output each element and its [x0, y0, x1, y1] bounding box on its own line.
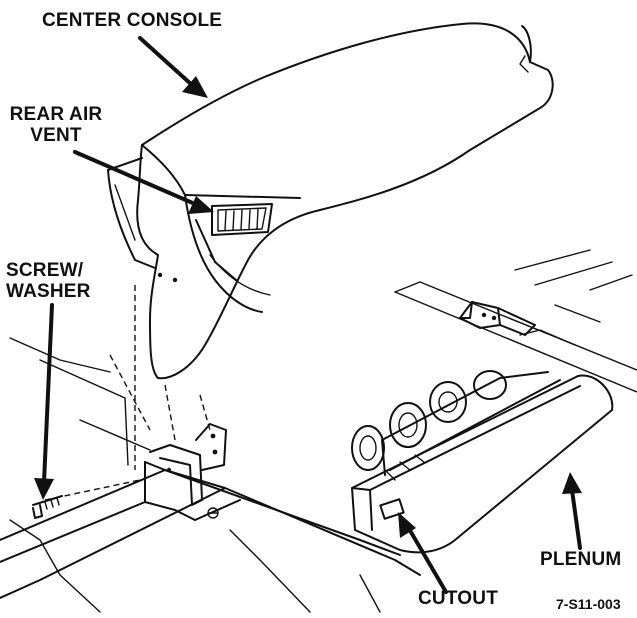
rear-air-vent-label-line2: VENT — [30, 125, 82, 146]
center-console-label: CENTER CONSOLE — [42, 10, 223, 31]
cutout-label: CUTOUT — [418, 588, 499, 609]
figure-id: 7-S11-003 — [556, 596, 621, 612]
plenum — [351, 370, 614, 554]
rear-air-vent-label-line1: REAR AIR — [9, 104, 103, 125]
screw-washer-label-line1: SCREW/ — [6, 260, 84, 281]
rear-bracket — [459, 301, 536, 336]
screw-washer-label-line2: WASHER — [6, 281, 91, 302]
rear-air-vent-label: REAR AIR VENT — [8, 104, 104, 146]
screw — [32, 495, 63, 519]
floor-rail — [0, 461, 421, 599]
alignment-lines — [44, 285, 211, 501]
screw-washer-label: SCREW/ WASHER — [6, 260, 91, 302]
callout-arrows — [34, 36, 582, 594]
plenum-label: PLENUM — [540, 549, 622, 570]
center-console — [107, 22, 554, 380]
front-bracket — [149, 423, 227, 519]
rear-air-vent — [211, 203, 273, 236]
